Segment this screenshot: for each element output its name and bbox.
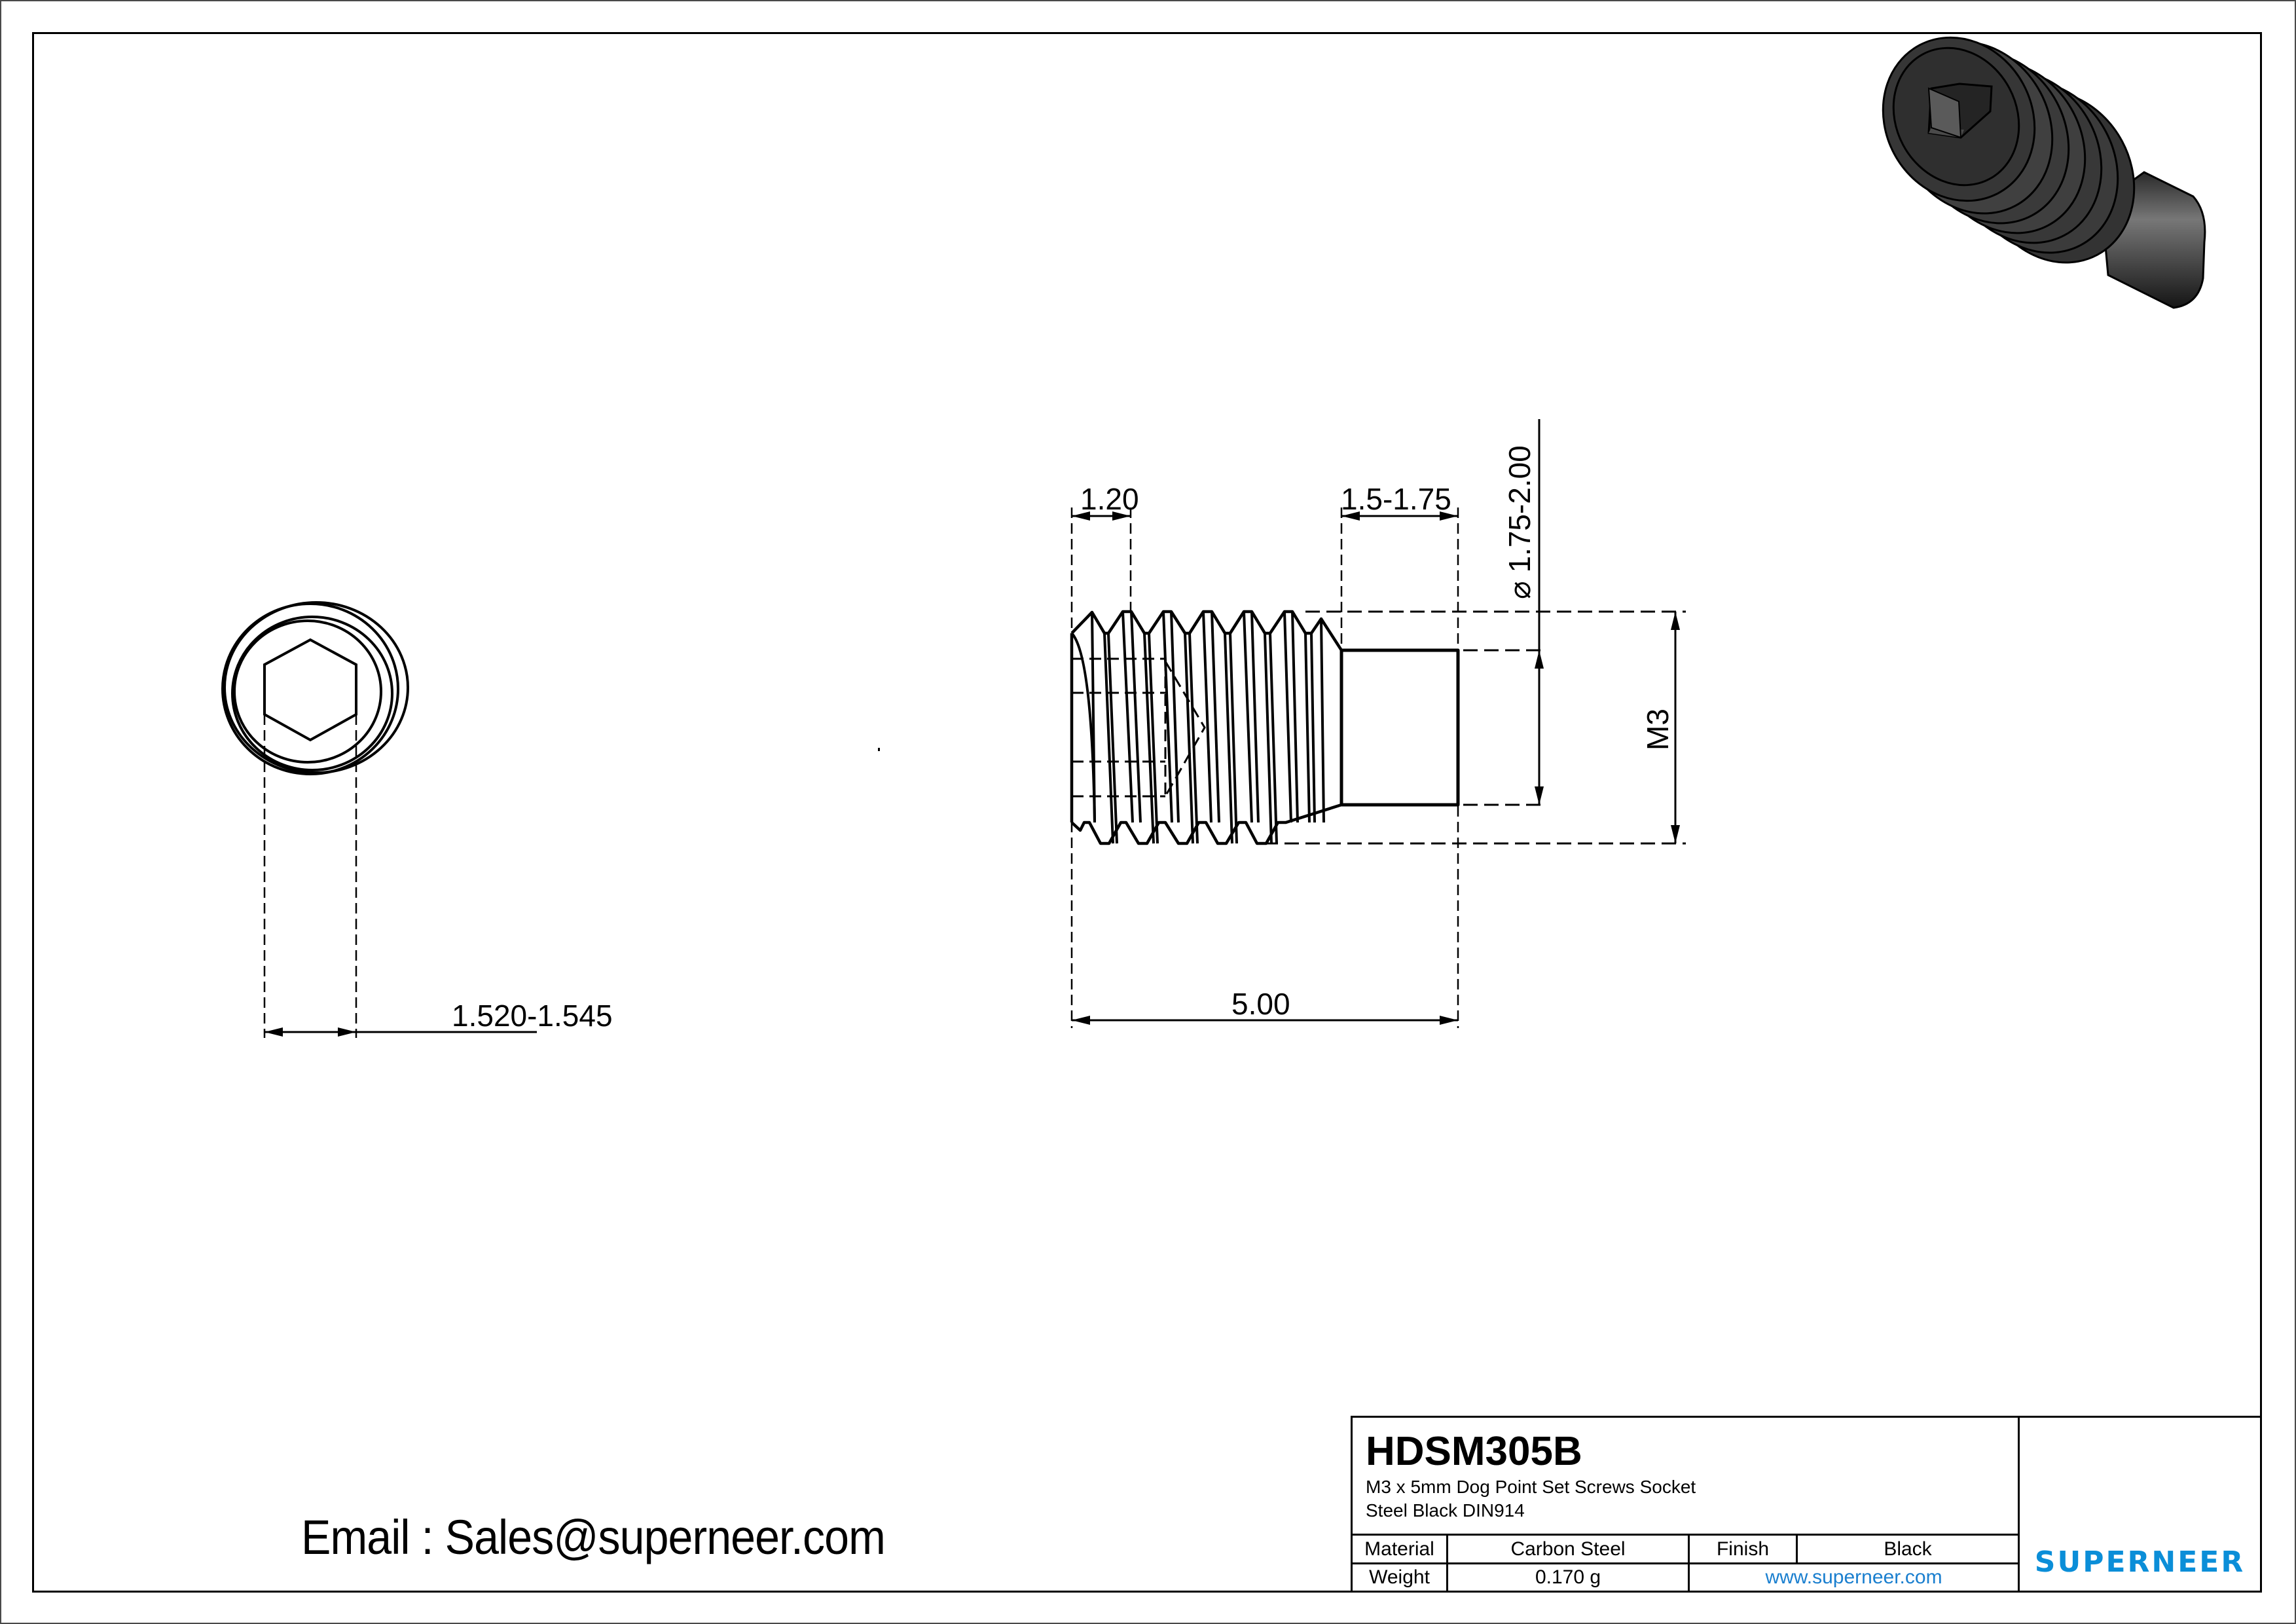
part-description: M3 x 5mm Dog Point Set Screws Socket Ste… <box>1366 1475 1955 1522</box>
material-label: Material <box>1364 1538 1434 1560</box>
description-line-1: M3 x 5mm Dog Point Set Screws Socket <box>1366 1477 1696 1497</box>
weight-row: Weight 0.170 g www.superneer.com <box>1353 1562 2018 1591</box>
dim-overall-length: 5.00 <box>1231 987 1290 1021</box>
contact-email[interactable]: Email : Sales@superneer.com <box>301 1510 886 1564</box>
end-view <box>221 601 537 1038</box>
dim-dog-point-diameter: ⌀ 1.75-2.00 <box>1503 445 1537 599</box>
weight-label: Weight <box>1369 1566 1430 1588</box>
dim-socket-depth: 1.20 <box>1080 482 1139 516</box>
side-view <box>1070 610 1460 845</box>
part-number: HDSM305B <box>1366 1429 1582 1474</box>
title-block-main: HDSM305B M3 x 5mm Dog Point Set Screws S… <box>1353 1418 2020 1591</box>
website-link[interactable]: www.superneer.com <box>1688 1564 2018 1591</box>
logo-wordmark: SUPERNEER <box>2034 1545 2246 1579</box>
weight-value: 0.170 g <box>1446 1564 1688 1591</box>
finish-label: Finish <box>1688 1536 1796 1562</box>
stray-mark <box>878 748 880 751</box>
drawing-frame <box>32 32 2262 1593</box>
dimension-lines <box>1072 419 1680 1025</box>
company-logo: SUPERNEER <box>2020 1418 2260 1591</box>
iso-view <box>1882 36 2206 309</box>
hidden-socket-lines <box>1072 657 1206 798</box>
material-value: Carbon Steel <box>1446 1536 1688 1562</box>
dim-dog-point-length: 1.5-1.75 <box>1341 482 1451 516</box>
extension-lines <box>1070 507 1686 1028</box>
material-row: Material Carbon Steel Finish Black <box>1353 1534 2018 1562</box>
title-block: HDSM305B M3 x 5mm Dog Point Set Screws S… <box>1351 1416 2262 1593</box>
dim-thread-size: M3 <box>1641 709 1675 750</box>
description-line-2: Steel Black DIN914 <box>1366 1500 1525 1521</box>
dim-socket-across-flats: 1.520-1.545 <box>452 999 613 1033</box>
finish-value: Black <box>1796 1536 2018 1562</box>
